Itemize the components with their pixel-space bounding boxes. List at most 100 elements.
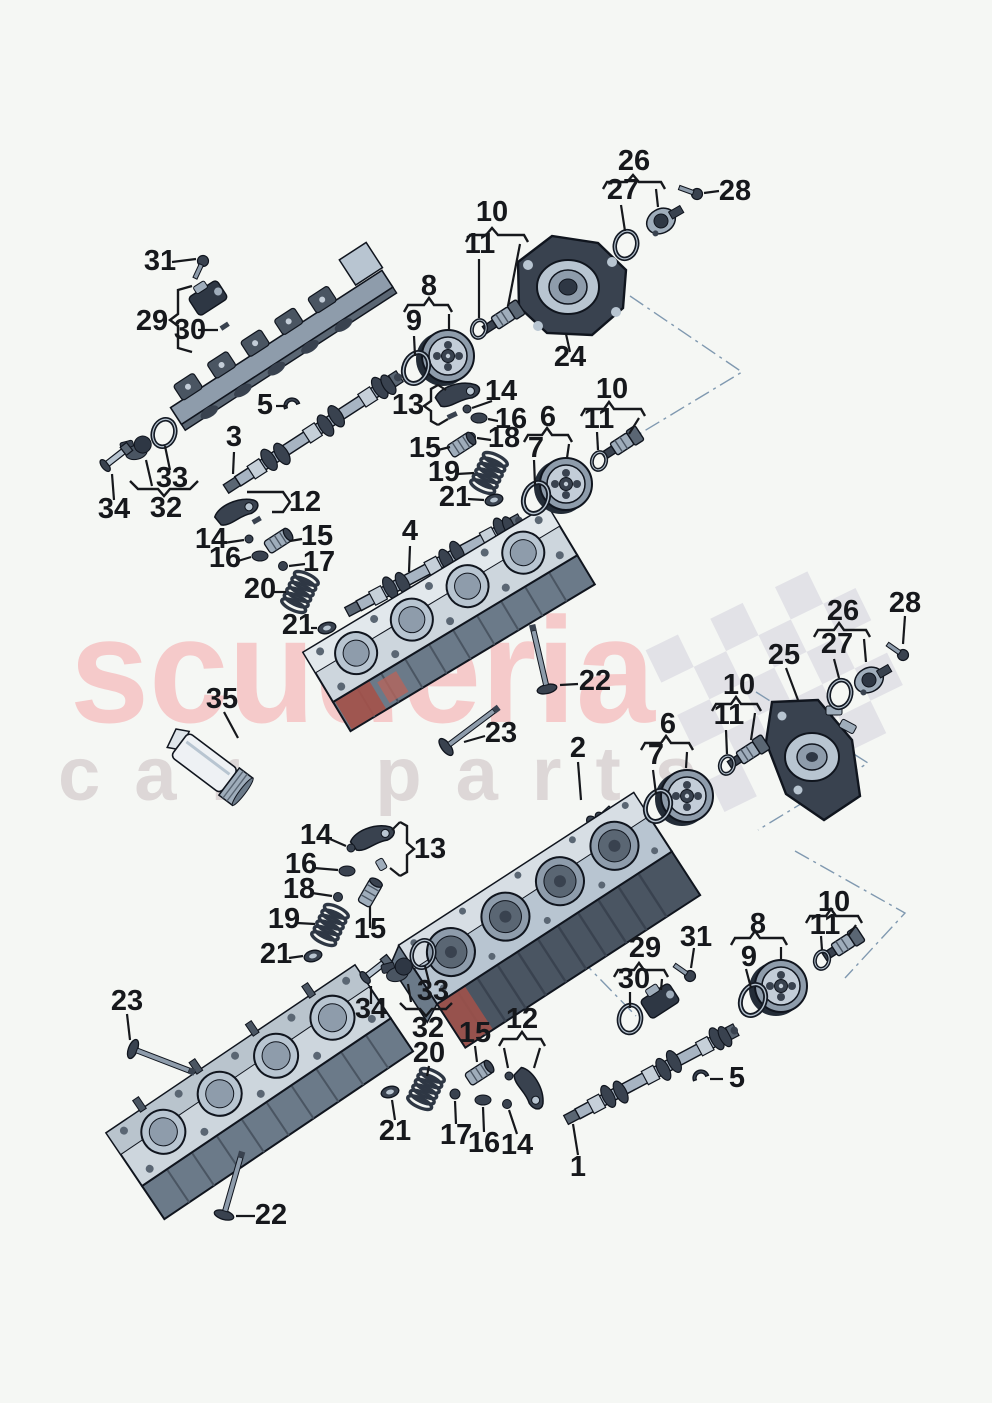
callout-4: 4 bbox=[402, 515, 418, 547]
callout-31: 31 bbox=[144, 245, 176, 277]
callout-16b: 16 bbox=[495, 403, 527, 435]
callout-numbers: 31 29 30 5 3 34 33 32 12 14 15 16 17 20 … bbox=[98, 145, 921, 1231]
callout-5: 5 bbox=[257, 389, 273, 421]
callout-10b: 10 bbox=[596, 373, 628, 405]
callout-34b: 34 bbox=[355, 993, 387, 1025]
bearing-cover-25 bbox=[764, 698, 862, 822]
callout-33: 33 bbox=[156, 462, 188, 494]
o-ring-27 bbox=[612, 229, 640, 262]
engine-block bbox=[389, 791, 702, 1049]
cylinder-head-bank1 bbox=[104, 963, 415, 1221]
sealant-tube-35 bbox=[166, 728, 254, 807]
callout-18b: 18 bbox=[283, 873, 315, 905]
callout-20b: 20 bbox=[413, 1037, 445, 1069]
callout-15: 15 bbox=[301, 520, 333, 552]
callout-15b: 15 bbox=[409, 432, 441, 464]
callout-20: 20 bbox=[244, 573, 276, 605]
valvetrain-set-mid bbox=[432, 375, 511, 509]
camshaft-bearing-bridge bbox=[169, 241, 398, 432]
callout-19: 19 bbox=[428, 456, 460, 488]
callout-9: 9 bbox=[406, 305, 422, 337]
callout-11: 11 bbox=[465, 228, 496, 260]
valvetrain-set-cam3 bbox=[211, 395, 338, 637]
callout-11b: 11 bbox=[584, 403, 615, 435]
callout-17b: 17 bbox=[440, 1119, 472, 1151]
o-ring-27b bbox=[826, 678, 854, 711]
callout-26: 26 bbox=[618, 145, 650, 177]
callout-15c: 15 bbox=[354, 913, 386, 945]
callout-25: 25 bbox=[768, 639, 800, 671]
callout-21b: 21 bbox=[439, 481, 471, 513]
callout-11c: 11 bbox=[714, 699, 745, 731]
callout-19b: 19 bbox=[268, 903, 300, 935]
callout-14c: 14 bbox=[300, 819, 332, 851]
callout-18: 18 bbox=[488, 422, 520, 454]
tagline-watermark: car parts bbox=[58, 732, 731, 817]
cylinder-head-bank2 bbox=[301, 504, 597, 733]
callout-17: 17 bbox=[303, 546, 335, 578]
callout-30: 30 bbox=[174, 314, 206, 346]
camshaft-1 bbox=[559, 1016, 745, 1133]
callout-12b: 12 bbox=[506, 1003, 538, 1035]
callout-10: 10 bbox=[476, 196, 508, 228]
actuator-26 bbox=[641, 197, 689, 240]
valve-23b bbox=[124, 1037, 199, 1083]
callout-33b: 33 bbox=[417, 975, 449, 1007]
callout-21c: 21 bbox=[260, 938, 292, 970]
callout-29: 29 bbox=[136, 305, 168, 337]
callout-8b: 8 bbox=[750, 908, 766, 940]
callout-7: 7 bbox=[528, 432, 544, 464]
callout-6b: 6 bbox=[660, 708, 676, 740]
callout-16c: 16 bbox=[285, 848, 317, 880]
callout-24: 24 bbox=[554, 341, 586, 373]
callout-14b: 14 bbox=[485, 375, 517, 407]
o-ring-11 bbox=[467, 316, 491, 342]
callout-12: 12 bbox=[289, 486, 321, 518]
callout-27b: 27 bbox=[821, 628, 853, 660]
callout-11d: 11 bbox=[810, 909, 841, 941]
callout-28b: 28 bbox=[889, 587, 921, 619]
callout-27: 27 bbox=[607, 174, 639, 206]
callout-2: 2 bbox=[570, 732, 586, 764]
callout-9b: 9 bbox=[741, 941, 757, 973]
solenoid-29-30-31-group bbox=[97, 253, 230, 474]
o-ring-11d bbox=[810, 947, 834, 973]
bolt-31-icon bbox=[189, 253, 211, 282]
callout-10d: 10 bbox=[818, 886, 850, 918]
callout-28: 28 bbox=[719, 175, 751, 207]
callout-29b: 29 bbox=[629, 932, 661, 964]
callout-21: 21 bbox=[282, 609, 314, 641]
callout-1: 1 bbox=[570, 1151, 586, 1183]
o-ring-11b bbox=[587, 448, 611, 474]
callout-13: 13 bbox=[392, 389, 424, 421]
timing-housing-24 bbox=[516, 234, 628, 337]
callout-30b: 30 bbox=[618, 963, 650, 995]
leader-lines bbox=[110, 173, 907, 1218]
camshaft-adjuster-8b bbox=[748, 959, 808, 1017]
callout-26b: 26 bbox=[827, 595, 859, 627]
callout-5b: 5 bbox=[729, 1062, 745, 1094]
callout-3: 3 bbox=[226, 421, 242, 453]
callout-16: 16 bbox=[209, 542, 241, 574]
callout-23b: 23 bbox=[111, 985, 143, 1017]
callout-32b: 32 bbox=[412, 1012, 444, 1044]
callout-16d: 16 bbox=[468, 1127, 500, 1159]
callout-15d: 15 bbox=[459, 1017, 491, 1049]
callout-7b: 7 bbox=[648, 739, 664, 771]
callout-22b: 22 bbox=[255, 1199, 287, 1231]
callout-35: 35 bbox=[206, 683, 238, 715]
callout-32: 32 bbox=[150, 492, 182, 524]
callout-8: 8 bbox=[421, 270, 437, 302]
callout-23: 23 bbox=[485, 717, 517, 749]
callout-34: 34 bbox=[98, 493, 130, 525]
callout-6: 6 bbox=[540, 401, 556, 433]
bolt-28-icon bbox=[676, 181, 705, 202]
valvetrain-set-cam1 bbox=[379, 1058, 710, 1114]
callout-31b: 31 bbox=[680, 921, 712, 953]
valvetrain-set-bank2b bbox=[302, 817, 398, 965]
callout-21d: 21 bbox=[379, 1115, 411, 1147]
callout-22: 22 bbox=[579, 665, 611, 697]
callout-13b: 13 bbox=[414, 833, 446, 865]
